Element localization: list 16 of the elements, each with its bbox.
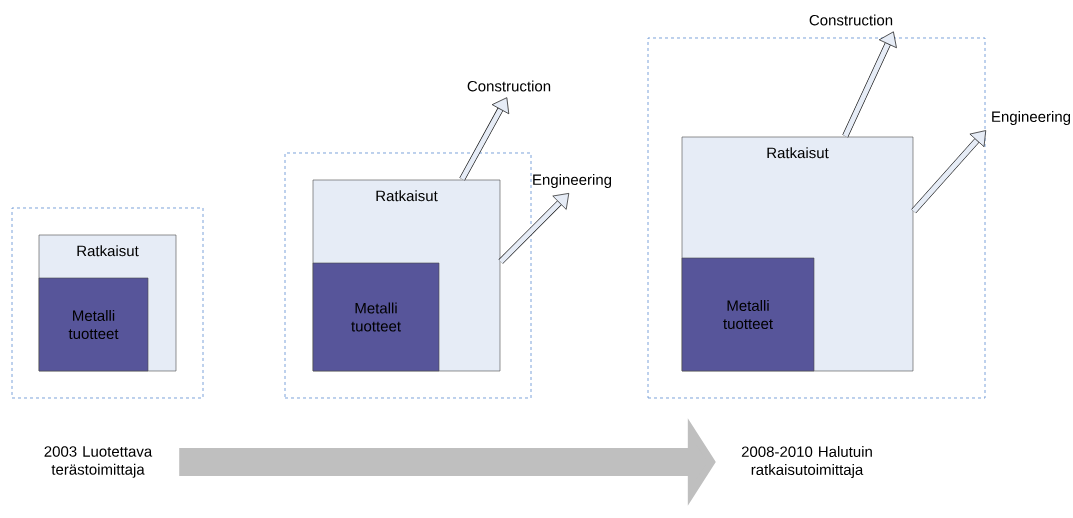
dashed-frame: [11, 207, 204, 399]
product-box: Metalli tuotteet: [38, 277, 149, 372]
product-box: Metalli tuotteet: [312, 262, 440, 372]
text-label: Construction: [467, 80, 551, 92]
text-label: Construction: [809, 14, 893, 26]
text-label: Engineering: [533, 174, 612, 188]
hollow-arrow: [498, 193, 570, 264]
hollow-arrow: [911, 130, 987, 214]
product-box: Metalli tuotteet: [681, 257, 815, 372]
text-label: 2008-2010 Halutuin ratkaisutoimittaja: [741, 446, 872, 478]
hollow-arrow: [459, 97, 510, 181]
hollow-arrow: [842, 31, 897, 138]
dashed-frame: [647, 37, 986, 399]
text-label: 2003 Luotettava terästoimittaja: [44, 446, 153, 478]
text-label: Engineering: [992, 111, 1071, 125]
dashed-frame: [284, 152, 532, 399]
